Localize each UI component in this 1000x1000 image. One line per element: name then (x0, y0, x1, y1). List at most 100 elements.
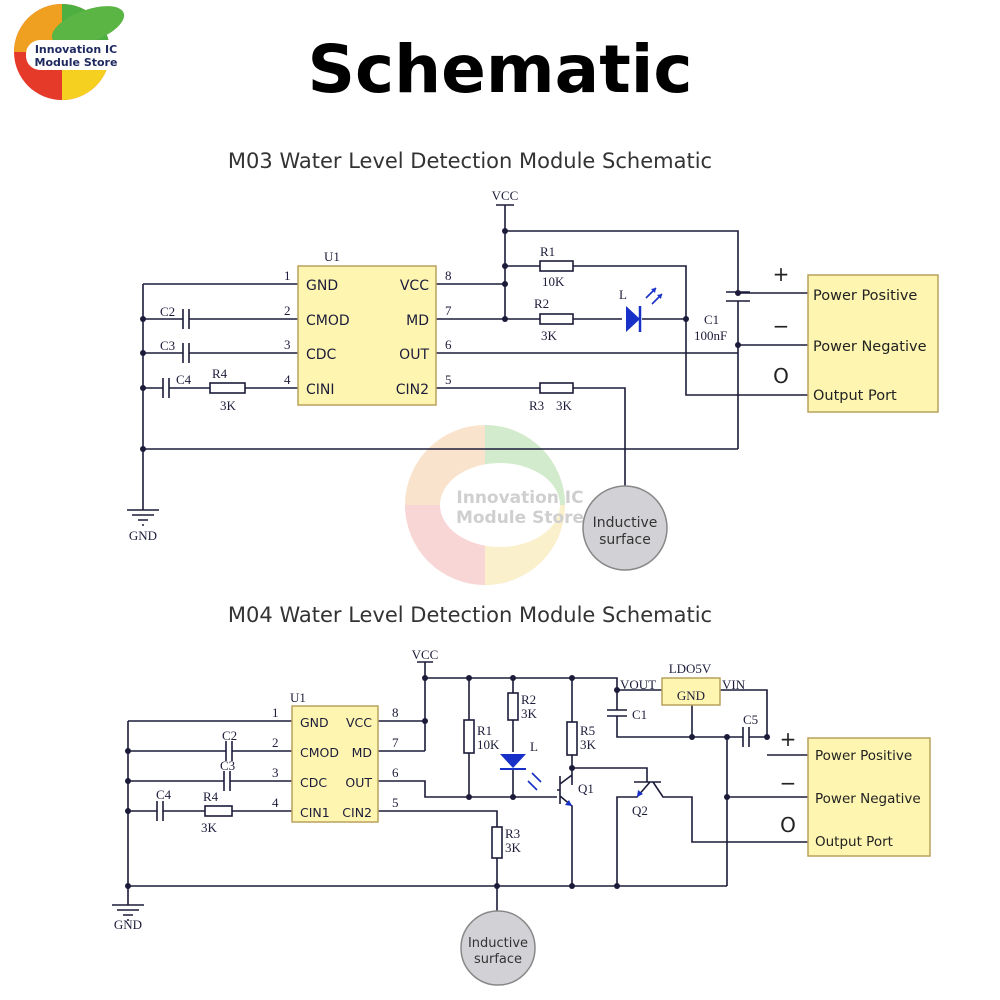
m03-c4-label: C4 (176, 372, 192, 387)
m03-led-icon (626, 287, 663, 332)
m04-ports-out-label: O (780, 813, 796, 837)
m04-ports-plus-label: + (780, 727, 797, 751)
m04-subtitle: M04 Water Level Detection Module Schemat… (228, 603, 712, 627)
m04-pins_right-1-name-label: MD (352, 745, 372, 760)
m04-pins_right-2-num-label: 6 (392, 765, 399, 780)
m04-led-label: L (530, 739, 538, 754)
m04-r5_val-label: 3K (580, 737, 597, 752)
m03-pins_left-0-name-label: GND (306, 278, 338, 294)
m04-r2_val-label: 3K (521, 706, 538, 721)
m03-r1-resistor (539, 260, 574, 272)
m04-pins_left-1-num-label: 2 (272, 735, 279, 750)
m04-r3-label: R3 (505, 826, 520, 841)
m04-q2-transistor-icon (637, 790, 643, 797)
m04-gnd-label: GND (114, 917, 142, 932)
m03-ports-power_positive-label: Power Positive (813, 288, 917, 304)
m04-pins_left-1-name-label: CMOD (300, 745, 339, 760)
m04-q2-label: Q2 (632, 803, 648, 818)
m03-r1_val-label: 10K (542, 274, 565, 289)
m04-u1-chip (291, 705, 379, 823)
m04-pins_left-3-name-label: CIN1 (300, 805, 330, 820)
m04-c5-label: C5 (743, 712, 758, 727)
m04-r5-resistor (566, 721, 578, 756)
m04-schematic: GND VCC U1 1 2 3 4 GND CMOD CDC CIN1 VCC… (112, 647, 931, 986)
m04-pins_left-2-name-label: CDC (300, 775, 327, 790)
m03-pins_right-1-name-label: MD (406, 313, 429, 329)
m03-u1-chip (297, 265, 437, 406)
m04-r3-resistor (491, 826, 503, 859)
m04-pins_right-3-name-label: CIN2 (342, 805, 372, 820)
m04-r1-resistor (463, 719, 475, 754)
m03-r2-label: R2 (534, 296, 549, 311)
m03-c3-label: C3 (160, 338, 175, 353)
m03-sensor-line1-label: Inductive (593, 515, 658, 531)
watermark-line2-label: Module Store (456, 508, 584, 528)
m04-ports-output_port-label: Output Port (815, 834, 893, 850)
m04-r1_val-label: 10K (477, 737, 500, 752)
m04-sensor-line1-label: Inductive (468, 936, 528, 951)
m03-led-label: L (619, 287, 627, 302)
m03-r1-label: R1 (540, 244, 555, 259)
m04-r5-label: R5 (580, 723, 595, 738)
m04-vcc-label: VCC (412, 647, 439, 662)
m03-pins_left-1-num-label: 2 (284, 303, 291, 318)
m03-inductive-surface: Inductive surface (582, 485, 668, 571)
m04-pins_left-2-num-label: 3 (272, 765, 279, 780)
m04-vin-label: VIN (722, 677, 746, 692)
m04-ground-icon (112, 904, 144, 921)
m03-r4-label: R4 (212, 366, 228, 381)
m03-r3-resistor (539, 382, 574, 394)
m04-pins_left-0-num-label: 1 (272, 705, 279, 720)
m04-pins_left-3-num-label: 4 (272, 795, 279, 810)
m03-c1-label: C1 (704, 312, 719, 327)
m03-r2_val-label: 3K (541, 328, 558, 343)
logo-line1-label: Innovation IC (35, 43, 117, 56)
m04-r4-resistor (204, 805, 233, 817)
m03-r3_val-label: 3K (556, 398, 573, 413)
watermark: Innovation IC Module Store (405, 425, 584, 585)
m04-ldo-label: LDO5V (669, 661, 712, 676)
m04-pins_right-2-name-label: OUT (345, 775, 372, 790)
m03-pins_right-3-num-label: 5 (445, 372, 452, 387)
m04-r3_val-label: 3K (505, 840, 522, 855)
m04-ldo-regulator (661, 677, 721, 706)
m03-pins_right-0-num-label: 8 (445, 268, 452, 283)
m03-c1_val-label: 100nF (694, 328, 727, 343)
m03-pins_left-3-name-label: CINI (306, 382, 335, 398)
m03-u1-label: U1 (324, 249, 340, 264)
m03-pins_right-3-name-label: CIN2 (396, 382, 429, 398)
m03-r4_val-label: 3K (220, 398, 237, 413)
m04-r4_val-label: 3K (201, 820, 218, 835)
m04-vout-label: VOUT (620, 677, 656, 692)
logo-line2-label: Module Store (35, 56, 118, 69)
m03-pins_left-0-num-label: 1 (284, 268, 291, 283)
m03-vcc-label: VCC (492, 188, 519, 203)
m04-ports-minus-label: − (780, 771, 797, 795)
m04-pins_right-1-num-label: 7 (392, 735, 399, 750)
m04-pins_right-3-num-label: 5 (392, 795, 399, 810)
m03-pins_left-2-num-label: 3 (284, 337, 291, 352)
m04-output-connector (807, 737, 931, 857)
m04-ports-power_positive-label: Power Positive (815, 748, 912, 764)
m04-pins_right-0-num-label: 8 (392, 705, 399, 720)
m03-subtitle: M03 Water Level Detection Module Schemat… (228, 149, 712, 173)
m03-pins_left-3-num-label: 4 (284, 372, 291, 387)
m03-gnd-label: GND (129, 528, 157, 543)
m03-schematic: GND VCC U1 1 2 3 4 GND CMOD CDC CINI VCC… (127, 188, 939, 571)
m03-r2-resistor (539, 313, 574, 325)
m03-pins_left-1-name-label: CMOD (306, 313, 350, 329)
m03-ports-plus-label: + (773, 262, 790, 286)
m03-pins_right-1-num-label: 7 (445, 303, 452, 318)
m04-c3-label: C3 (220, 758, 235, 773)
m04-inductive-surface: Inductive surface (460, 910, 536, 986)
m04-r2-resistor (507, 692, 519, 721)
m04-ports-power_negative-label: Power Negative (815, 791, 921, 807)
m04-q1-transistor-icon (565, 800, 572, 806)
m03-pins_right-0-name-label: VCC (400, 278, 429, 294)
m03-ports-output_port-label: Output Port (813, 388, 897, 404)
m04-u1-label: U1 (290, 690, 306, 705)
m03-c2-label: C2 (160, 304, 175, 319)
m03-r4-resistor (209, 382, 246, 394)
m04-sensor-line2-label: surface (474, 952, 522, 967)
